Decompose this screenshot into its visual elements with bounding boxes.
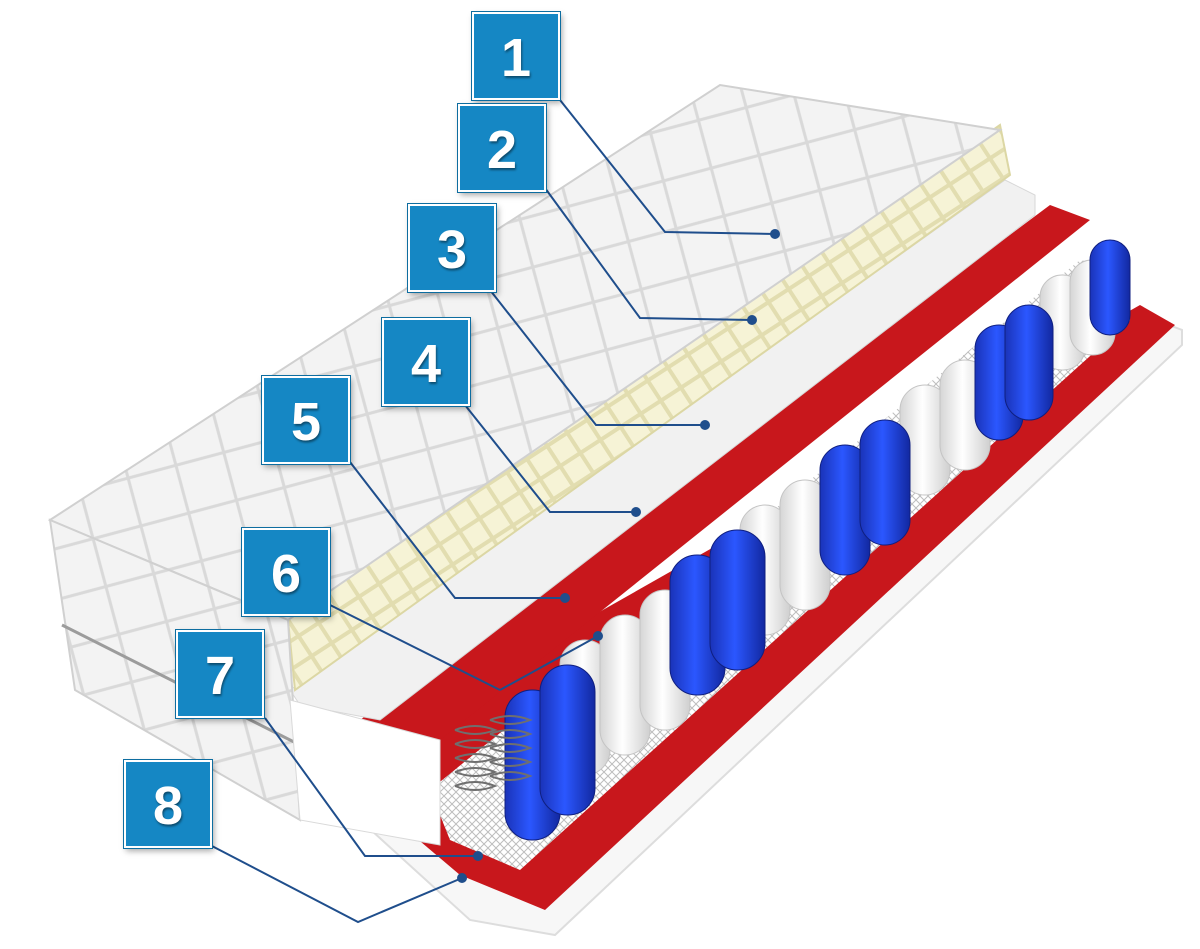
coil-springs xyxy=(454,715,533,791)
callout-badge-5: 5 xyxy=(262,376,350,464)
callout-badge-4: 4 xyxy=(382,318,470,406)
callout-badge-3: 3 xyxy=(408,204,496,292)
pocket-springs xyxy=(504,239,1131,841)
callout-badge-6: 6 xyxy=(242,528,330,616)
edge-foam-block xyxy=(289,699,441,846)
top-red-layer xyxy=(360,205,1090,740)
callout-badge-7: 7 xyxy=(176,630,264,718)
leader-endpoints xyxy=(457,229,780,883)
callout-badge-8: 8 xyxy=(124,760,212,848)
leader-lines xyxy=(209,99,776,924)
callout-badge-2: 2 xyxy=(458,104,546,192)
callout-badge-1: 1 xyxy=(472,12,560,100)
